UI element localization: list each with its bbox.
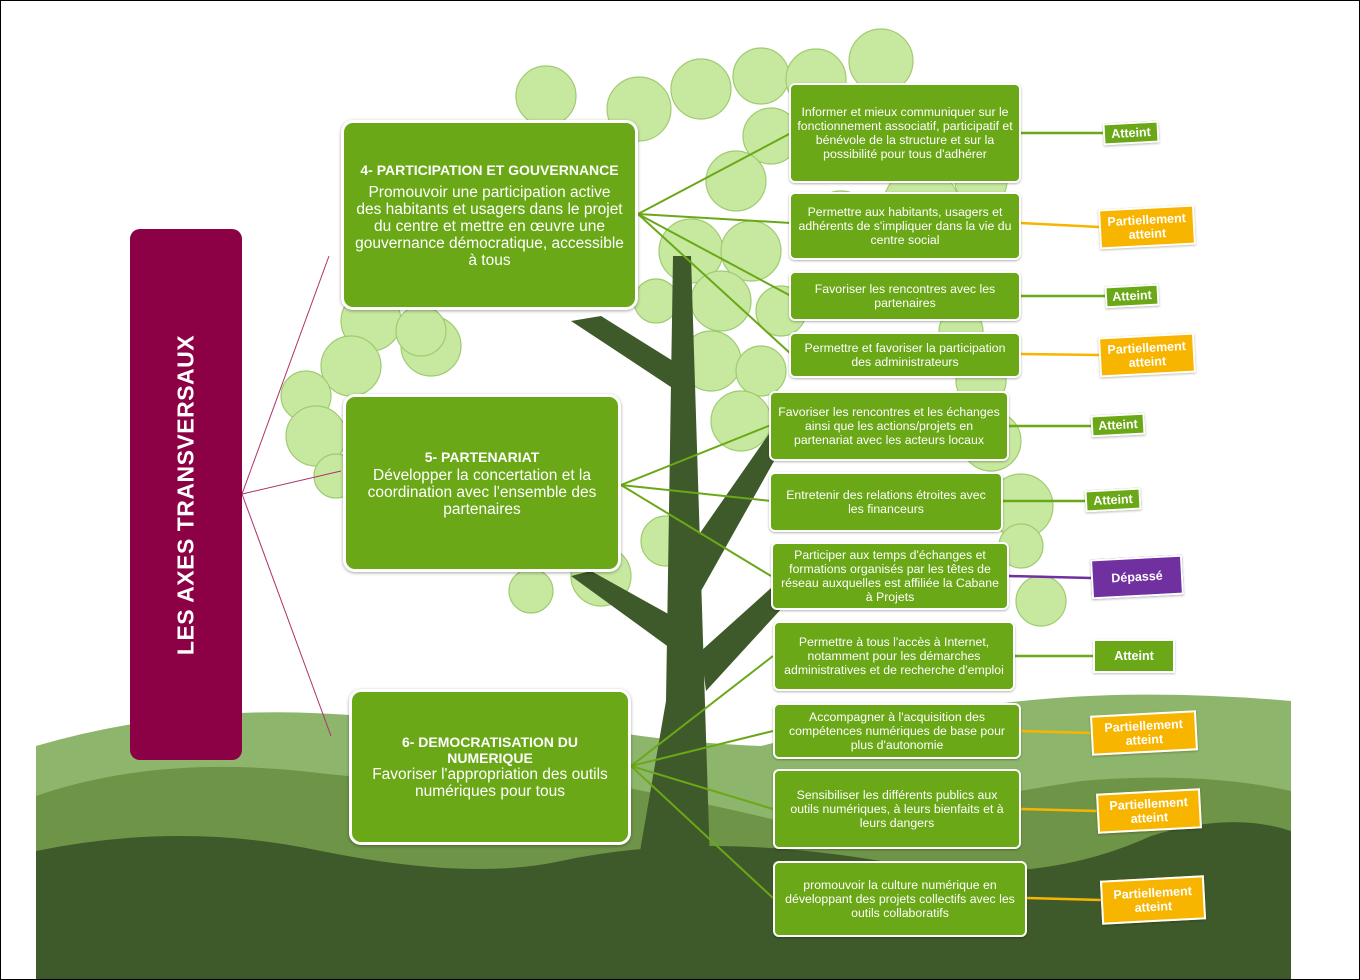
objective-box: promouvoir la culture numérique en dével…	[773, 861, 1027, 937]
status-badge: Partiellement atteint	[1090, 710, 1198, 756]
axis-title: 6- DEMOCRATISATION DU NUMERIQUE	[401, 734, 579, 766]
objective-box: Favoriser les rencontres et les échanges…	[769, 391, 1009, 461]
status-connectors	[1003, 131, 1105, 902]
status-badge: Partiellement atteint	[1098, 204, 1196, 250]
axis-title: 4- PARTICIPATION ET GOUVERNANCE	[360, 161, 619, 178]
axis-box-participation: 4- PARTICIPATION ET GOUVERNANCE Promouvo…	[341, 120, 638, 310]
objective-box: Permettre et favoriser la participation …	[789, 332, 1021, 378]
axis-box-partenariat: 5- PARTENARIAT Développer la concertatio…	[343, 394, 621, 572]
status-badge: Dépassé	[1090, 554, 1184, 600]
status-badge: Atteint	[1090, 412, 1146, 438]
status-badge: Partiellement atteint	[1099, 875, 1207, 925]
status-badge: Atteint	[1084, 487, 1142, 513]
axis-box-numerique: 6- DEMOCRATISATION DU NUMERIQUE Favorise…	[349, 689, 631, 845]
axis-description: Favoriser l'appropriation des outils num…	[372, 766, 608, 800]
axis-description: Promouvoir une participation active des …	[355, 183, 624, 269]
objective-box: Permettre aux habitants, usagers et adhé…	[789, 192, 1021, 260]
objective-box: Informer et mieux communiquer sur le fon…	[789, 83, 1021, 183]
title-connectors	[241, 255, 342, 737]
objective-box: Entretenir des relations étroites avec l…	[769, 472, 1003, 532]
transversal-axes-title-bar: LES AXES TRANSVERSAUX	[130, 229, 242, 760]
axis-description: Développer la concertation et la coordin…	[367, 466, 597, 518]
status-badge: Atteint	[1102, 120, 1160, 146]
objective-box: Favoriser les rencontres avec les parten…	[789, 271, 1021, 321]
status-badge: Atteint	[1104, 283, 1160, 309]
objective-box: Sensibiliser les différents publics aux …	[773, 769, 1021, 849]
objective-box: Participer aux temps d'échanges et forma…	[771, 542, 1009, 610]
status-badge: Partiellement atteint	[1098, 332, 1196, 378]
status-badge: Partiellement atteint	[1096, 788, 1202, 834]
status-badge: Atteint	[1093, 639, 1175, 673]
axis-title: 5- PARTENARIAT	[424, 448, 540, 465]
objective-box: Accompagner à l'acquisition des compéten…	[773, 703, 1021, 759]
axis-connectors	[620, 132, 792, 899]
objective-box: Permettre à tous l'accès à Internet, not…	[773, 621, 1015, 691]
transversal-axes-title: LES AXES TRANSVERSAUX	[172, 334, 199, 655]
